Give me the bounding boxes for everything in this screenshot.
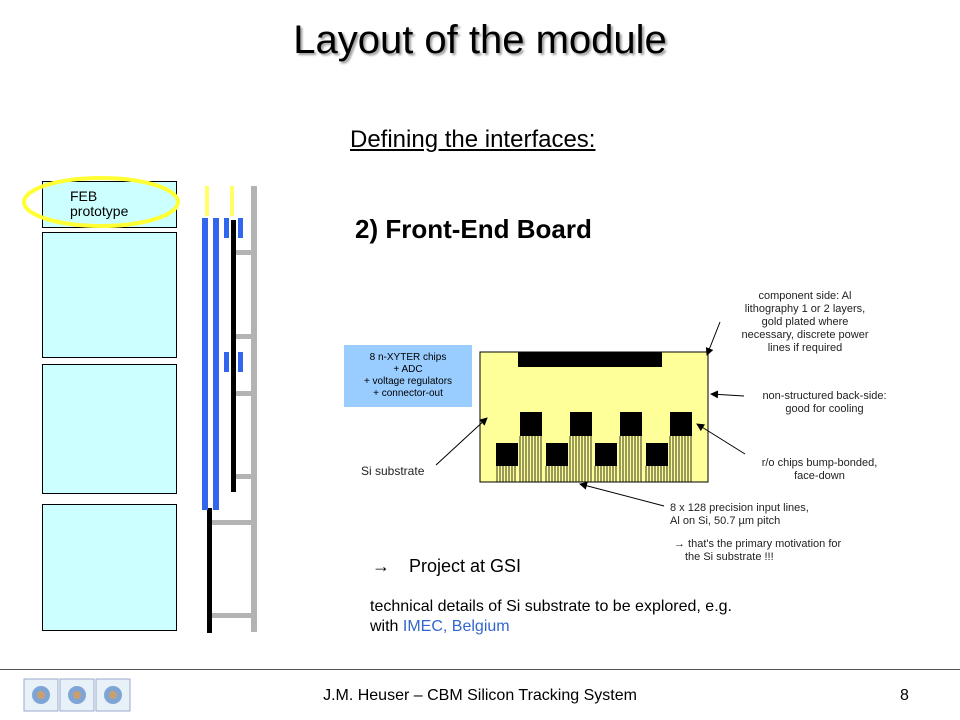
- gray-cable: [208, 186, 257, 632]
- input-lines: [496, 436, 692, 482]
- imec-link-text: IMEC, Belgium: [402, 618, 510, 635]
- section-heading: 2) Front-End Board: [355, 214, 592, 244]
- arrow-component-side: [705, 321, 721, 356]
- chips-info-box: 8 n-XYTER chips + ADC + voltage regulato…: [344, 345, 472, 407]
- feb-label-line1: FEB: [70, 189, 98, 204]
- note-line: lines if required: [767, 342, 843, 354]
- note-line: face-down: [794, 470, 845, 482]
- arrow-icon: →: [372, 556, 390, 576]
- chips-info-line: + connector-out: [373, 388, 443, 399]
- black-cable-lower: [207, 508, 212, 633]
- page-number: 8: [900, 687, 909, 704]
- chips-info-line: + ADC: [393, 364, 423, 375]
- input-lines-note: 8 x 128 precision input lines, Al on Si,…: [670, 502, 809, 528]
- si-substrate-label: Si substrate: [361, 464, 425, 478]
- note-line: good for cooling: [785, 403, 864, 415]
- feb-highlight-ellipse: [22, 176, 180, 228]
- component-side-note: component side: Al lithography 1 or 2 la…: [705, 290, 905, 355]
- note-line: 8 x 128 precision input lines,: [670, 502, 809, 514]
- note-line: Al on Si, 50.7 µm pitch: [670, 515, 781, 527]
- note-line: the Si substrate !!!: [685, 551, 774, 563]
- blue-cables: [202, 218, 243, 510]
- sensor-cell-3: [42, 504, 177, 631]
- arrow-ro-chips: [696, 423, 746, 455]
- feb-label: FEB prototype: [70, 189, 170, 226]
- chips-info-line: + voltage regulators: [363, 376, 453, 387]
- arrow-input-lines: [579, 481, 665, 507]
- note-line: component side: Al: [758, 290, 852, 302]
- motivation-note: → that's the primary motivation for the …: [674, 538, 841, 564]
- board-connector: [518, 352, 662, 367]
- project-details: technical details of Si substrate to be …: [370, 597, 750, 637]
- back-side-note: non-structured back-side: good for cooli…: [742, 390, 907, 416]
- note-line: necessary, discrete power: [741, 329, 869, 341]
- footer-divider: [0, 669, 960, 670]
- sensor-cell-1: [42, 232, 177, 358]
- cbm-logo-icon: [20, 677, 135, 713]
- readout-chips: [496, 412, 692, 466]
- arrow-si-substrate: [435, 417, 488, 466]
- black-cable-upper: [231, 220, 236, 492]
- note-line: → that's the primary motivation for: [674, 538, 842, 550]
- yellow-stub-2: [230, 186, 234, 216]
- note-line: r/o chips bump-bonded,: [761, 457, 878, 469]
- yellow-stub-1: [205, 186, 209, 216]
- project-details-text: technical details of Si substrate to be …: [370, 598, 732, 635]
- slide-subtitle: Defining the interfaces:: [350, 126, 596, 153]
- feb-label-line2: prototype: [70, 203, 129, 219]
- sensor-cell-2: [42, 364, 177, 494]
- project-label: Project at GSI: [409, 556, 522, 576]
- ro-chips-note: r/o chips bump-bonded, face-down: [742, 457, 897, 483]
- note-line: non-structured back-side:: [762, 390, 887, 402]
- arrow-back-side: [710, 390, 745, 399]
- note-line: lithography 1 or 2 layers,: [744, 303, 866, 315]
- note-line: gold plated where: [761, 316, 849, 328]
- slide-title: Layout of the module: [293, 18, 667, 62]
- chips-info-line: 8 n-XYTER chips: [369, 352, 447, 363]
- footer-text: J.M. Heuser – CBM Silicon Tracking Syste…: [323, 687, 637, 704]
- project-line: → Project at GSI: [372, 556, 521, 577]
